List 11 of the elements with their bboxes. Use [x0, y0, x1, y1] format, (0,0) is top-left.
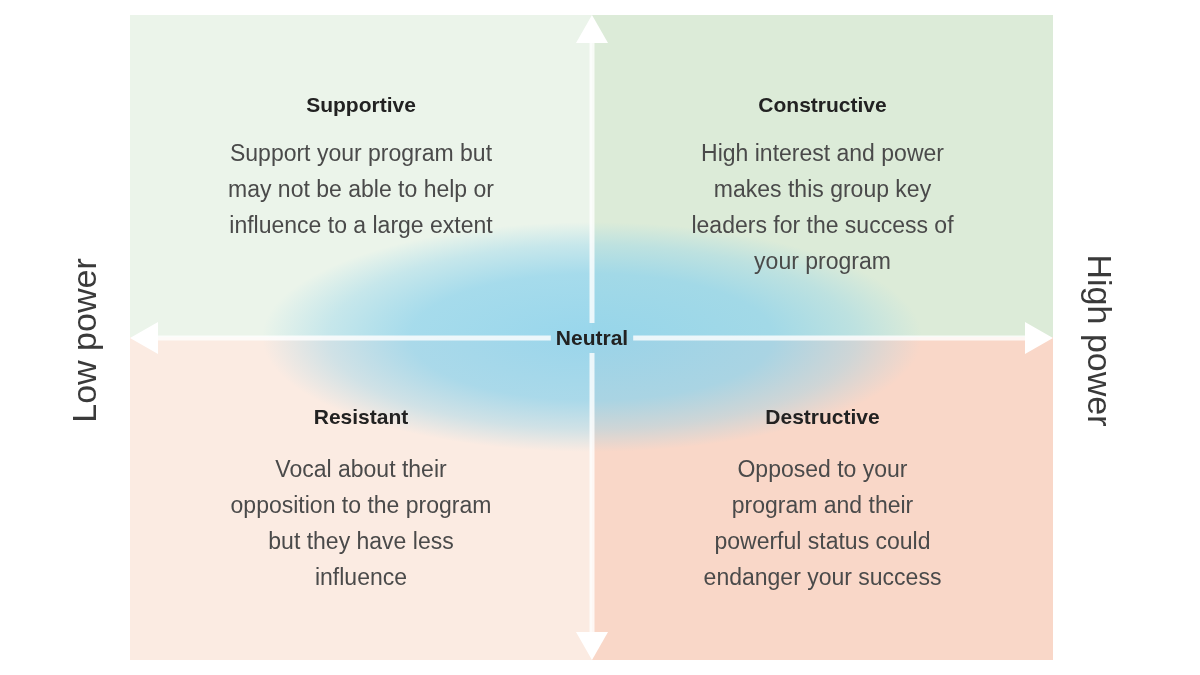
quadrant-description: Support your program but may not be able to help or influence to a large extent: [227, 139, 495, 240]
quadrant-description: High interest and power makes this group key leaders for the success of your program: [690, 139, 955, 276]
axis-label: Low power: [64, 257, 104, 423]
quadrant-heading: Supportive: [306, 93, 416, 117]
zone-label: Neutral: [555, 326, 629, 350]
quadrant-description: Opposed to your program and their powerful status could endanger your success: [702, 455, 943, 592]
quadrant-heading: Constructive: [758, 93, 887, 117]
axis-label: High power: [1080, 254, 1120, 426]
quadrant-heading: Resistant: [313, 405, 409, 429]
quadrant-description: Vocal about their opposition to the program but they have less influence: [229, 455, 493, 592]
quadrant-heading: Destructive: [765, 405, 880, 429]
